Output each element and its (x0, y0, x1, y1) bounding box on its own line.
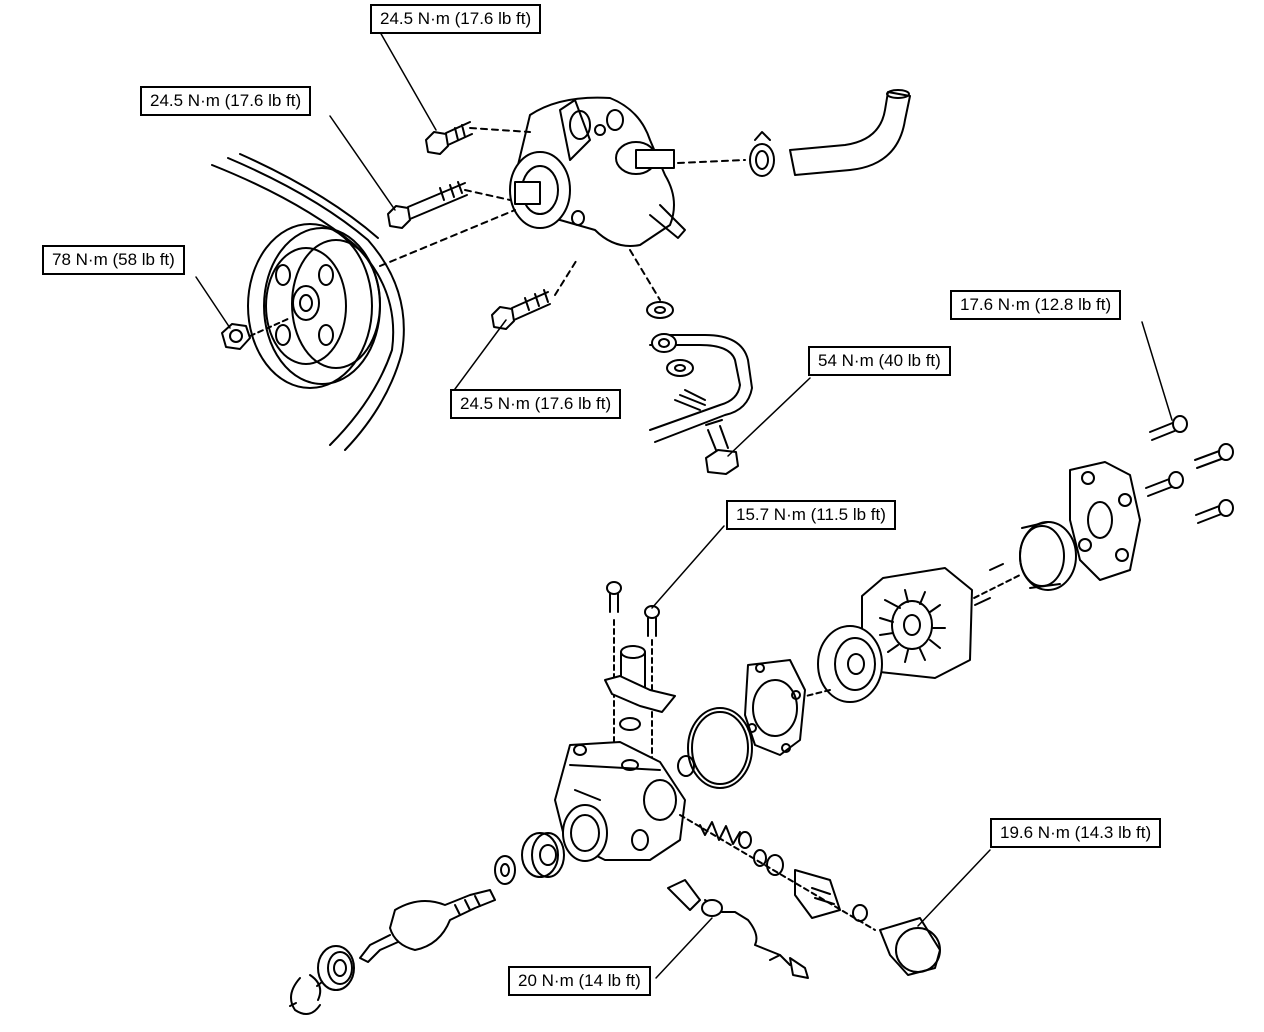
alignment-lines (379, 127, 746, 301)
upper-washers (646, 301, 694, 377)
pulley-nut (221, 317, 291, 350)
rear-cover-bolts (1145, 415, 1234, 524)
suction-port-bolts (606, 581, 660, 781)
drive-belt (211, 153, 405, 451)
pump-body-upper (509, 96, 686, 247)
pump-pulley (247, 223, 381, 389)
small-o-ring (677, 755, 695, 777)
suction-connector (604, 645, 676, 731)
torque-label-flow-control-plug: 19.6 N·m (14.3 lb ft) (990, 818, 1162, 848)
torque-label-pressure-switch: 20 N·m (14 lb ft) (508, 966, 651, 996)
snap-ring (289, 974, 323, 1015)
rotor-and-vanes (861, 567, 973, 679)
torque-label-suction-port-bolts: 15.7 N·m (11.5 lb ft) (726, 500, 896, 530)
pump-lower-bolt (491, 289, 551, 330)
torque-label-pump-lower-bolt: 24.5 N·m (17.6 lb ft) (450, 389, 622, 419)
pressure-hose (649, 333, 753, 443)
flow-control-plug (679, 814, 941, 976)
cam-ring (1019, 521, 1077, 591)
front-side-plate (789, 625, 883, 703)
gasket-plate (744, 659, 806, 756)
drive-shaft (359, 889, 496, 963)
seal-and-washer (494, 832, 565, 885)
suction-hose (789, 89, 911, 176)
pump-body-lower (554, 741, 686, 862)
torque-label-union-bolt: 54 N·m (40 lb ft) (808, 346, 951, 376)
torque-label-pump-long-bolt: 24.5 N·m (17.6 lb ft) (140, 86, 312, 116)
torque-label-pulley-nut: 78 N·m (58 lb ft) (42, 245, 185, 275)
rear-cover (1069, 461, 1141, 581)
flow-control-valve (794, 869, 868, 922)
torque-label-pump-top-bolt: 24.5 N·m (17.6 lb ft) (370, 4, 542, 34)
pressure-switch (667, 879, 809, 979)
leader-lines (195, 31, 1173, 979)
pump-top-bolt (425, 121, 473, 155)
hose-clamp (749, 131, 775, 177)
bearing (317, 945, 355, 991)
torque-label-rear-cover-bolts: 17.6 N·m (12.8 lb ft) (950, 290, 1122, 320)
flow-control-spring (699, 821, 752, 849)
flow-control-washers (753, 849, 784, 876)
large-o-ring (687, 707, 753, 789)
pump-long-bolt (387, 181, 468, 229)
union-bolt (705, 419, 739, 475)
